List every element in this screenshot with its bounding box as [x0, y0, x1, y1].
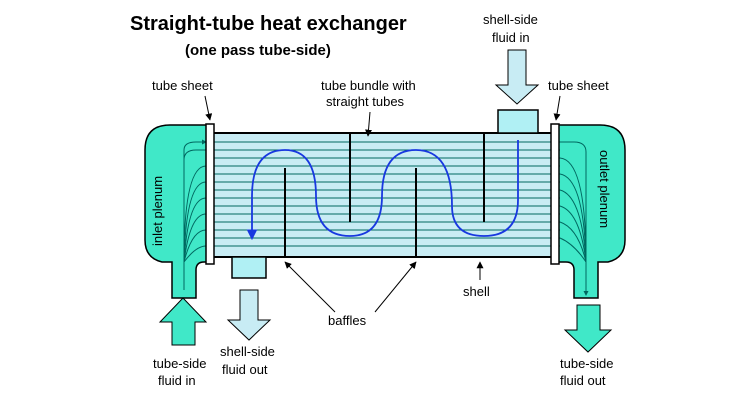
tube-sheet-left — [205, 123, 215, 265]
tube-side-out-label-1: tube-side — [560, 356, 613, 371]
outlet-plenum — [552, 124, 626, 299]
inlet-plenum-flow — [183, 139, 207, 290]
shell-side-outlet-nozzle — [231, 256, 267, 279]
tube-bundle-pointer — [365, 111, 373, 137]
diagram-subtitle: (one pass tube-side) — [185, 42, 331, 59]
tube-side-in-label-1: tube-side — [153, 356, 206, 371]
shell-side-in-arrow — [494, 49, 540, 105]
tube-side-in-arrow — [158, 297, 208, 346]
tube-sheet-right — [550, 123, 560, 265]
baffles-label: baffles — [328, 313, 367, 328]
tube-bundle-label-2: straight tubes — [326, 94, 405, 109]
shell-side-flow-path — [246, 140, 519, 241]
tube-side-in-label-2: fluid in — [158, 373, 196, 388]
baffle-pointer-1 — [284, 261, 336, 313]
tube-sheet-right-label: tube sheet — [548, 78, 609, 93]
shell-side-inlet-nozzle — [497, 109, 539, 134]
diagram-title: Straight-tube heat exchanger — [130, 13, 407, 35]
shell-label: shell — [463, 284, 490, 299]
inlet-plenum-label: inlet plenum — [150, 176, 165, 246]
inlet-plenum — [144, 124, 213, 299]
outlet-plenum-label: outlet plenum — [597, 150, 612, 228]
tube-sheet-left-pointer — [204, 95, 213, 121]
shell-side-in-label-1: shell-side — [483, 12, 538, 27]
tube-side-out-arrow — [563, 304, 613, 353]
shell-side-in-label-2: fluid in — [492, 30, 530, 45]
outlet-plenum-flow — [559, 141, 589, 296]
shell-side-out-label-2: fluid out — [222, 362, 268, 377]
baffle-pointer-2 — [374, 261, 417, 313]
shell-side-out-label-1: shell-side — [220, 344, 275, 359]
baffles — [284, 133, 485, 257]
tube-sheet-left-label: tube sheet — [152, 78, 213, 93]
shell-side-out-arrow — [226, 289, 272, 341]
tube-bundle-label-1: tube bundle with — [321, 78, 416, 93]
tube-sheet-right-pointer — [553, 95, 561, 121]
tube-side-out-label-2: fluid out — [560, 373, 606, 388]
